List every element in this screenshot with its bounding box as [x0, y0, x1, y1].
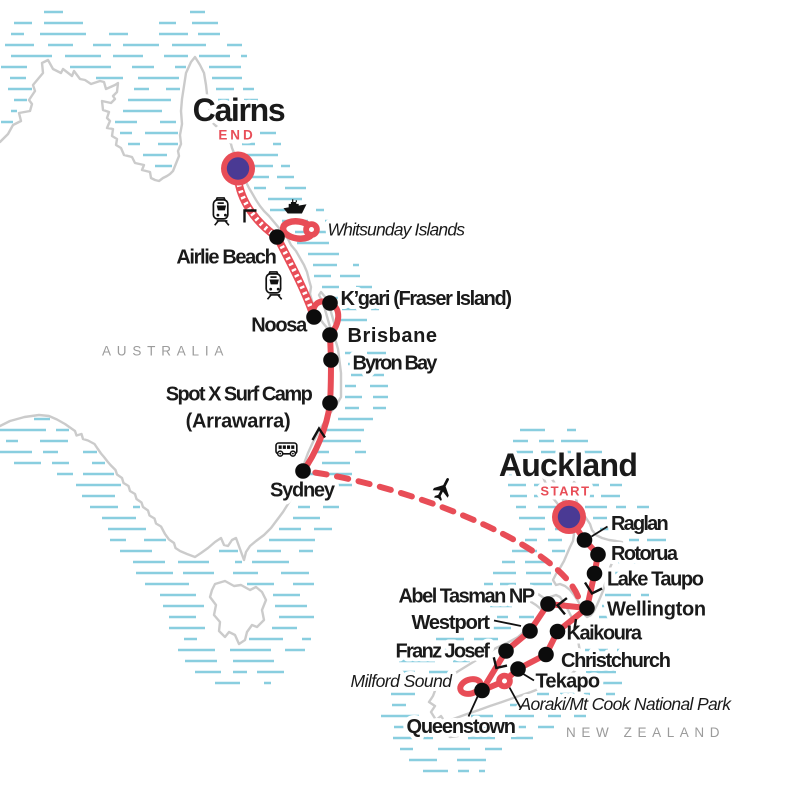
svg-text:Cairns: Cairns: [193, 92, 285, 128]
svg-text:NEW ZEALAND: NEW ZEALAND: [566, 725, 725, 740]
svg-text:Abel Tasman NP: Abel Tasman NP: [399, 586, 535, 608]
svg-text:END: END: [218, 128, 255, 143]
svg-text:Noosa: Noosa: [251, 315, 308, 337]
svg-text:AUSTRALIA: AUSTRALIA: [102, 344, 229, 359]
svg-text:Westport: Westport: [412, 612, 491, 634]
svg-text:(Arrawarra): (Arrawarra): [186, 411, 291, 433]
svg-text:Raglan: Raglan: [611, 513, 667, 535]
svg-text:START: START: [540, 484, 590, 499]
svg-text:Raglan: Raglan: [611, 513, 667, 535]
svg-text:Auckland: Auckland: [499, 447, 637, 483]
svg-text:Brisbane: Brisbane: [348, 325, 438, 347]
svg-text:Westport: Westport: [412, 612, 491, 634]
svg-text:Franz Josef: Franz Josef: [396, 641, 491, 663]
svg-text:Sydney: Sydney: [270, 480, 336, 502]
svg-text:Milford Sound: Milford Sound: [351, 671, 454, 691]
svg-text:Christchurch: Christchurch: [561, 650, 670, 672]
svg-text:Cairns: Cairns: [193, 92, 285, 128]
svg-text:Kaikoura: Kaikoura: [567, 623, 643, 645]
svg-text:Christchurch: Christchurch: [561, 650, 670, 672]
svg-text:Byron Bay: Byron Bay: [353, 353, 439, 375]
svg-text:(Arrawarra): (Arrawarra): [186, 411, 291, 433]
svg-text:Milford Sound: Milford Sound: [351, 671, 454, 691]
svg-text:Rotorua: Rotorua: [611, 543, 679, 565]
svg-text:Auckland: Auckland: [499, 447, 637, 483]
svg-text:Airlie Beach: Airlie Beach: [176, 247, 275, 269]
svg-text:Whitsunday Islands: Whitsunday Islands: [328, 220, 466, 240]
svg-text:Sydney: Sydney: [270, 480, 336, 502]
svg-text:Aoraki/Mt Cook National Park: Aoraki/Mt Cook National Park: [519, 694, 733, 714]
svg-text:Whitsunday Islands: Whitsunday Islands: [328, 220, 466, 240]
svg-text:Aoraki/Mt Cook National Park: Aoraki/Mt Cook National Park: [519, 694, 733, 714]
svg-text:Lake Taupo: Lake Taupo: [607, 569, 704, 591]
svg-text:NEW ZEALAND: NEW ZEALAND: [566, 725, 725, 740]
svg-text:K’gari (Fraser Island): K’gari (Fraser Island): [341, 288, 512, 310]
svg-text:Abel Tasman NP: Abel Tasman NP: [399, 586, 535, 608]
svg-text:Wellington: Wellington: [607, 599, 706, 621]
svg-text:Tekapo: Tekapo: [536, 671, 600, 693]
svg-text:Tekapo: Tekapo: [536, 671, 600, 693]
svg-text:Lake Taupo: Lake Taupo: [607, 569, 704, 591]
svg-text:Brisbane: Brisbane: [348, 325, 438, 347]
svg-text:Queenstown: Queenstown: [407, 716, 515, 738]
svg-text:K’gari (Fraser Island): K’gari (Fraser Island): [341, 288, 512, 310]
svg-text:Rotorua: Rotorua: [611, 543, 679, 565]
svg-text:Spot X Surf Camp: Spot X Surf Camp: [166, 384, 313, 406]
svg-text:Airlie Beach: Airlie Beach: [176, 247, 275, 269]
svg-text:Byron Bay: Byron Bay: [353, 353, 439, 375]
svg-text:AUSTRALIA: AUSTRALIA: [102, 344, 229, 359]
svg-text:Noosa: Noosa: [251, 315, 308, 337]
svg-text:END: END: [218, 128, 255, 143]
svg-text:Queenstown: Queenstown: [407, 716, 515, 738]
svg-text:Kaikoura: Kaikoura: [567, 623, 643, 645]
svg-text:Franz Josef: Franz Josef: [396, 641, 491, 663]
svg-text:Spot X Surf Camp: Spot X Surf Camp: [166, 384, 313, 406]
svg-text:START: START: [540, 484, 590, 499]
svg-text:Wellington: Wellington: [607, 599, 706, 621]
